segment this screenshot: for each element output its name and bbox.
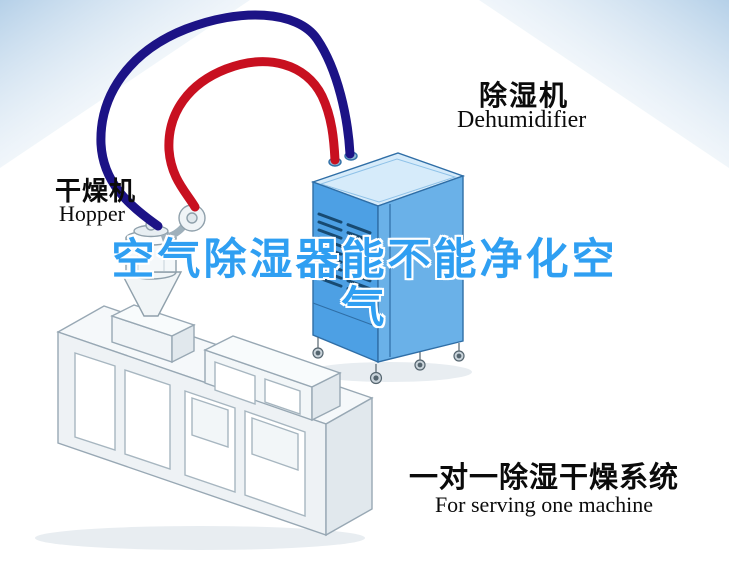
dehumidifier-side-face [377, 175, 464, 363]
corner-tint-left [0, 0, 250, 168]
dehumidifier-illustration [310, 151, 466, 385]
overlay-title: 空气除湿器能不能净化空 气 [0, 236, 729, 332]
hopper-label-cn: 干燥机 [55, 176, 137, 206]
floor-shadows [35, 362, 472, 550]
corner-tint-right [479, 0, 729, 168]
machine-illustration [56, 304, 374, 537]
dehumidifier-label-en: Dehumidifier [457, 107, 587, 133]
hopper-illustration [119, 204, 206, 317]
overlay-title-line1: 空气除湿器能不能净化空 [111, 236, 618, 284]
dry-air-hose-blue [96, 10, 355, 231]
machine-panels [74, 352, 306, 517]
machine-cabinet [203, 335, 342, 422]
vent-grille [317, 212, 372, 299]
dehumidifier-label-cn: 除湿机 [479, 80, 570, 111]
hopper-mount [110, 304, 196, 364]
system-label-cn: 一对一除湿干燥系统 [408, 462, 679, 494]
door-handle [446, 246, 451, 263]
blower-duct [160, 224, 186, 243]
overlay-title-line2: 气 [341, 284, 388, 333]
machine-end-face [325, 396, 373, 537]
hopper-label-en: Hopper [59, 201, 125, 226]
return-air-hose-red [164, 57, 340, 212]
system-label-en: For serving one machine [434, 492, 654, 517]
hoses [96, 10, 355, 231]
caster-wheels [312, 337, 465, 385]
